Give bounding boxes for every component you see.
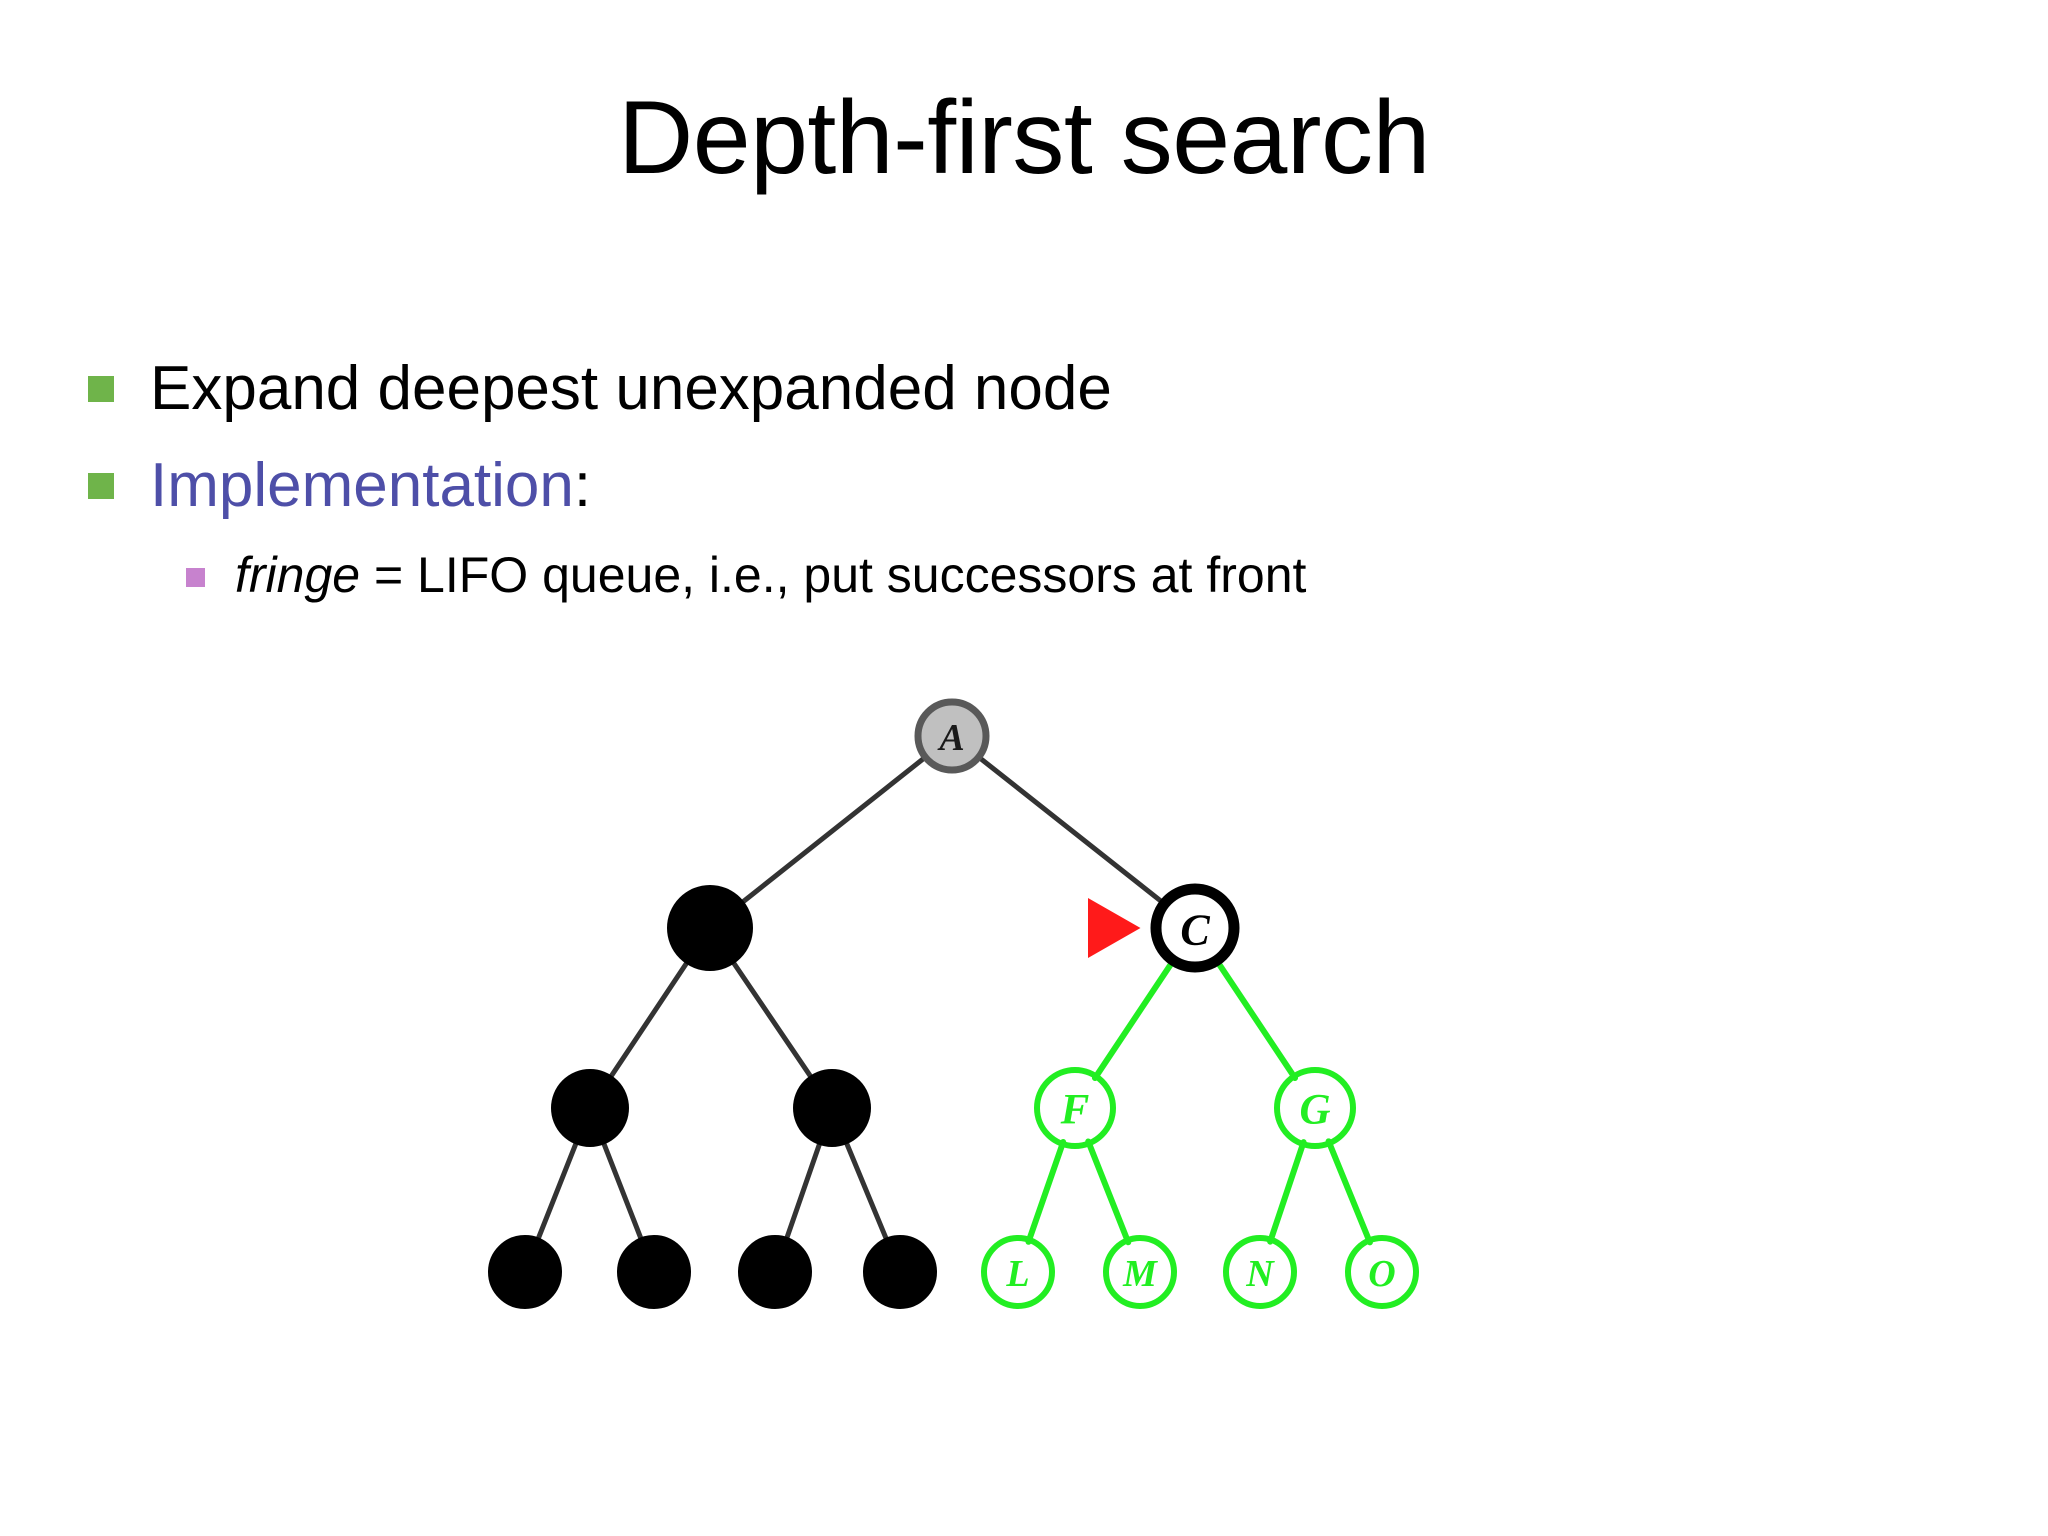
node-circle	[981, 1235, 1055, 1309]
search-tree-svg: A C F G L M N O	[488, 698, 1419, 1309]
tree-node-layer: A C F G L M N O	[488, 698, 1419, 1309]
bullet-list: Expand deepest unexpanded node Implement…	[0, 352, 2048, 605]
tree-edge-d-i	[600, 1139, 645, 1243]
tree-edge-g-o	[1325, 1138, 1373, 1246]
node-circle	[793, 1069, 871, 1147]
node-circle	[914, 698, 990, 774]
node-circle	[1345, 1235, 1419, 1309]
tree-edge-e-j	[783, 1139, 823, 1243]
tree-edge-a-b	[738, 753, 930, 906]
node-circle	[1103, 1235, 1177, 1309]
tree-node-c[interactable]: C	[1150, 883, 1240, 973]
bullet-item-implementation: Implementation:	[0, 449, 2048, 522]
tree-node-j[interactable]	[738, 1235, 812, 1309]
tree-node-k[interactable]	[863, 1235, 937, 1309]
node-circle	[1223, 1235, 1297, 1309]
node-circle	[488, 1235, 562, 1309]
node-label: C	[1180, 906, 1210, 955]
square-bullet-green-icon	[88, 473, 114, 500]
bullet-text: Expand deepest unexpanded node	[150, 352, 1112, 425]
node-label: N	[1245, 1253, 1275, 1295]
bullet-segment-rest: = LIFO queue, i.e., put successors at fr…	[360, 547, 1307, 604]
tree-node-o[interactable]: O	[1345, 1235, 1419, 1309]
bullet-text: Implementation:	[150, 449, 591, 522]
tree-edge-c-g	[1212, 955, 1299, 1082]
tree-node-b[interactable]	[667, 885, 753, 971]
bullet-text: fringe = LIFO queue, i.e., put successor…	[235, 546, 1306, 605]
node-label: A	[937, 717, 964, 759]
page-title: Depth-first search	[618, 80, 1430, 196]
tree-edge-layer	[535, 753, 1373, 1246]
tree-node-h[interactable]	[488, 1235, 562, 1309]
tree-edge-f-l	[1025, 1139, 1067, 1245]
square-bullet-green-icon	[88, 376, 114, 402]
bullet-segment-text: Expand deepest unexpanded node	[150, 354, 1112, 423]
square-bullet-purple-icon	[186, 568, 205, 588]
tree-edge-e-k	[843, 1138, 890, 1244]
tree-node-d[interactable]	[551, 1069, 629, 1147]
search-tree-diagram: A C F G L M N O	[400, 660, 1500, 1400]
tree-edge-a-c	[974, 753, 1169, 908]
bullet-segment-accent: Implementation	[150, 451, 574, 521]
tree-node-l[interactable]: L	[981, 1235, 1055, 1309]
node-circle	[617, 1235, 691, 1309]
tree-node-m[interactable]: M	[1103, 1235, 1177, 1309]
tree-edge-f-m	[1085, 1138, 1132, 1246]
node-circle	[1034, 1067, 1116, 1149]
node-circle	[667, 885, 753, 971]
tree-node-f[interactable]: F	[1034, 1067, 1116, 1149]
tree-node-e[interactable]	[793, 1069, 871, 1147]
tree-node-i[interactable]	[617, 1235, 691, 1309]
bullet-segment-colon: :	[573, 451, 592, 521]
node-circle	[551, 1069, 629, 1147]
node-label: L	[1005, 1253, 1029, 1295]
bullet-segment-italic: fringe	[235, 547, 361, 604]
node-circle	[738, 1235, 812, 1309]
tree-edge-b-d	[607, 958, 691, 1081]
bullet-item-expand: Expand deepest unexpanded node	[0, 352, 2048, 425]
current-node-pointer-icon	[1088, 898, 1141, 958]
tree-node-g[interactable]: G	[1274, 1067, 1356, 1149]
tree-node-n[interactable]: N	[1223, 1235, 1297, 1309]
tree-edge-b-e	[729, 958, 815, 1081]
node-circle	[863, 1235, 937, 1309]
tree-edge-d-h	[535, 1138, 580, 1243]
tree-edge-c-f	[1091, 955, 1178, 1082]
node-label: F	[1060, 1087, 1090, 1134]
bullet-item-fringe: fringe = LIFO queue, i.e., put successor…	[0, 546, 2048, 605]
node-circle	[1274, 1067, 1356, 1149]
node-label: G	[1299, 1087, 1330, 1134]
node-label: O	[1368, 1253, 1395, 1295]
node-circle	[1150, 883, 1240, 973]
node-label: M	[1122, 1253, 1158, 1295]
tree-pointer-layer	[1088, 898, 1141, 958]
tree-edge-g-n	[1267, 1139, 1307, 1245]
tree-node-a[interactable]: A	[914, 698, 990, 774]
